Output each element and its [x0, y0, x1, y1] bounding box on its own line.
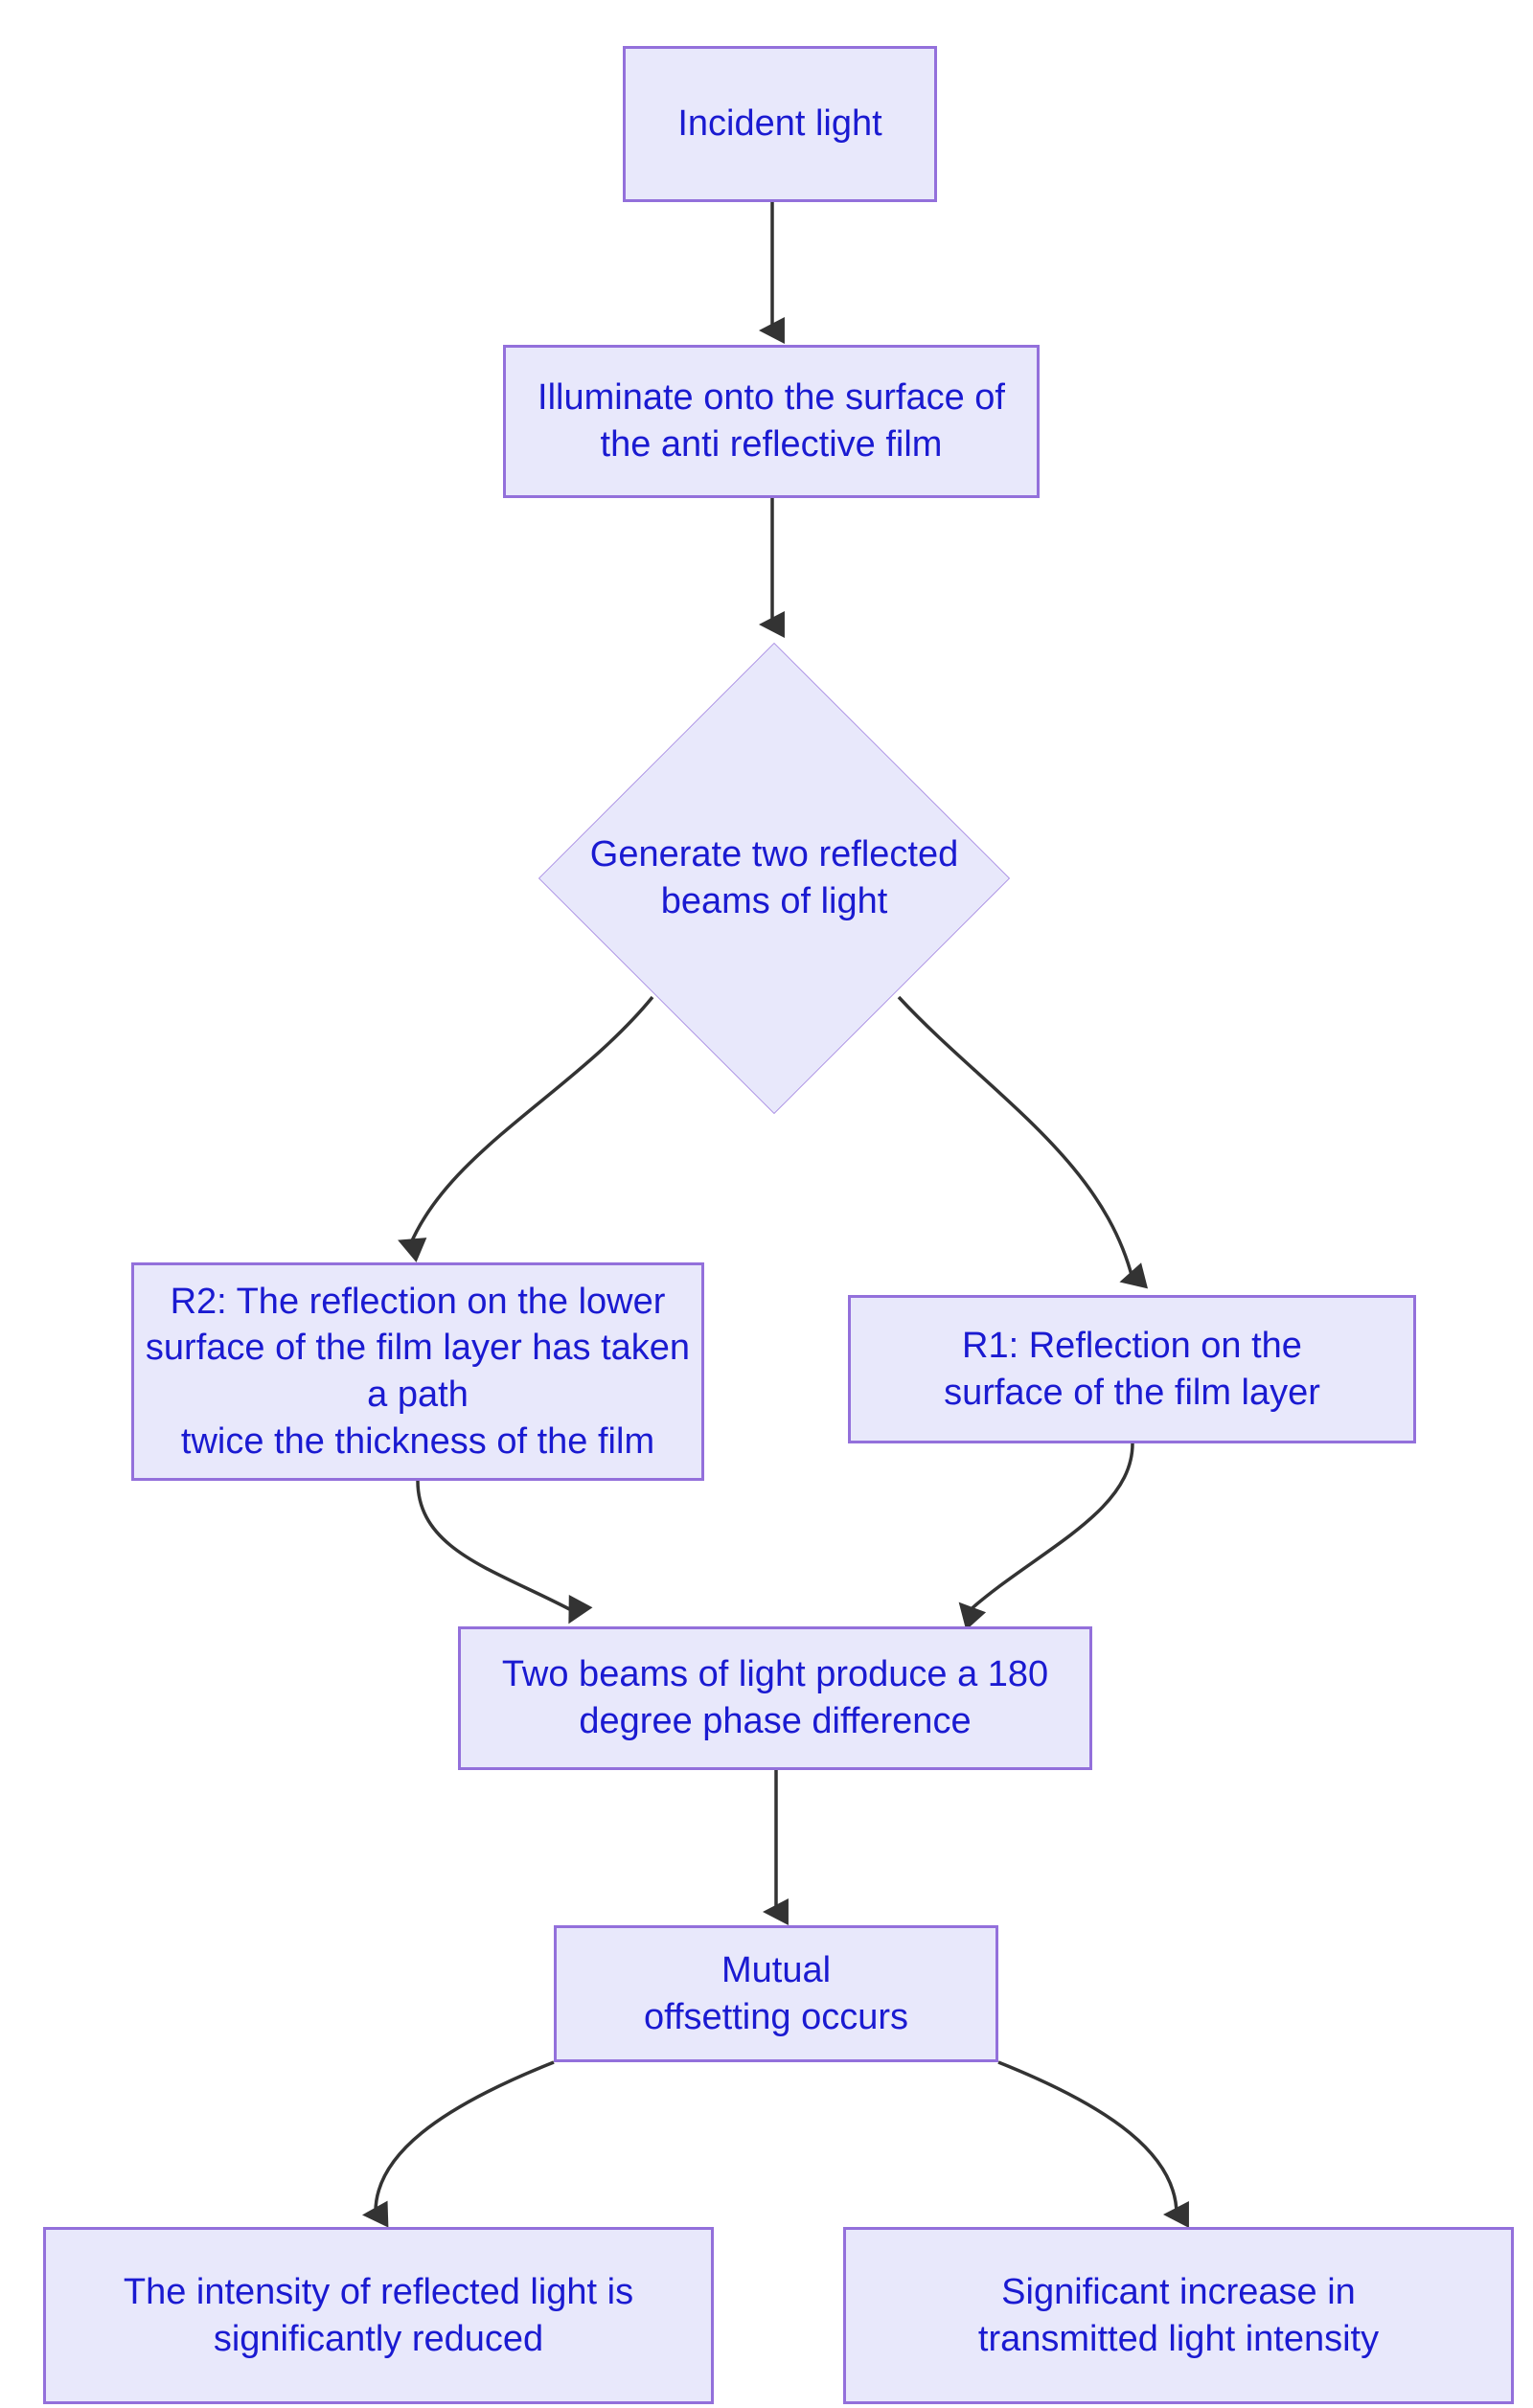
node-label: Two beams of light produce a 180 degree …	[501, 1654, 1049, 1741]
edge-r2-to-phase	[416, 1480, 593, 1624]
node-label: The intensity of reflected light is sign…	[123, 2271, 634, 2359]
node-illuminate-surface[interactable]: Illuminate onto the surface of the anti …	[503, 345, 1040, 498]
node-label: Significant increase in transmitted ligh…	[977, 2271, 1380, 2359]
node-r1-surface-reflection[interactable]: R1: Reflection on the surface of the fil…	[848, 1295, 1416, 1443]
node-transmitted-light-increase[interactable]: Significant increase in transmitted ligh…	[843, 2227, 1514, 2404]
edge-offset-to-reduced	[362, 2060, 555, 2228]
edge-r1-to-phase	[958, 1443, 1134, 1630]
node-180-degree-phase-difference[interactable]: Two beams of light produce a 180 degree …	[458, 1626, 1092, 1770]
node-label: Generate two reflected beams of light	[589, 834, 959, 921]
node-mutual-offsetting[interactable]: Mutual offsetting occurs	[554, 1925, 998, 2062]
node-label: Incident light	[677, 103, 882, 145]
node-incident-light[interactable]: Incident light	[623, 46, 937, 202]
node-label: Illuminate onto the surface of the anti …	[538, 377, 1005, 465]
node-r2-lower-surface-reflection[interactable]: R2: The reflection on the lower surface …	[131, 1262, 704, 1481]
node-label: Mutual offsetting occurs	[643, 1949, 908, 2037]
node-generate-two-reflected-beams[interactable]: Generate two reflected beams of light	[535, 639, 1014, 1118]
edge-offset-to-transmitted	[997, 2060, 1189, 2228]
node-label: R2: The reflection on the lower surface …	[145, 1281, 691, 1462]
node-reflected-light-reduced[interactable]: The intensity of reflected light is sign…	[43, 2227, 714, 2404]
diamond-shape-icon	[535, 639, 1014, 1118]
node-label: R1: Reflection on the surface of the fil…	[944, 1325, 1320, 1413]
